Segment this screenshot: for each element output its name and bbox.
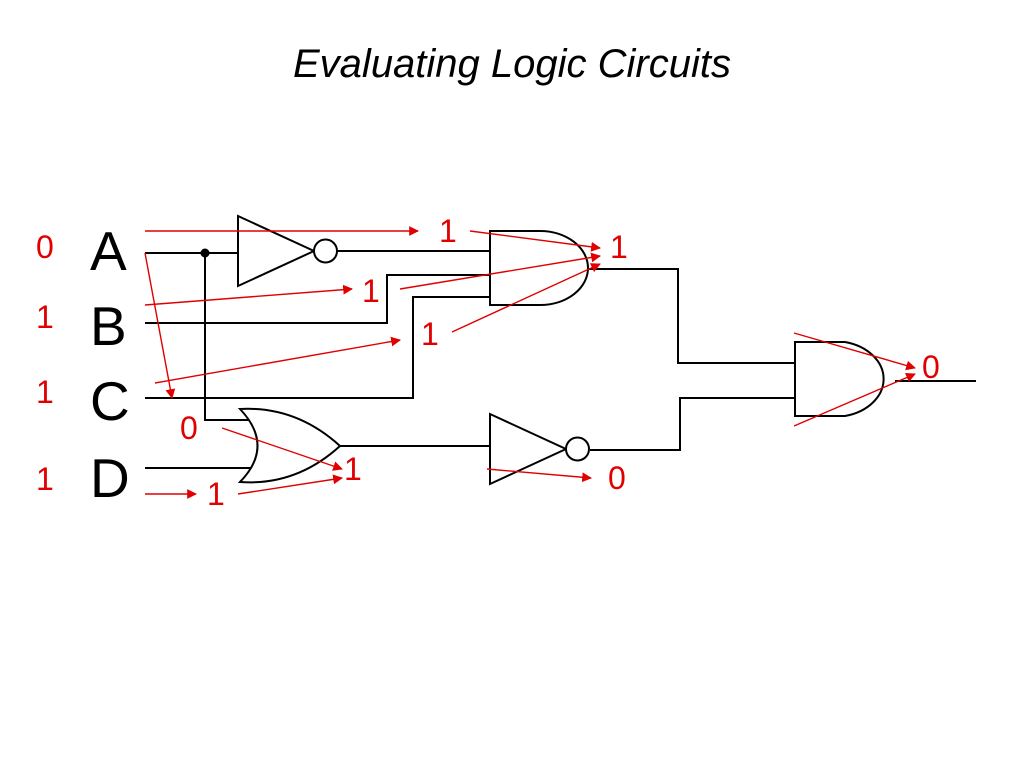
not-gate-a — [237, 214, 338, 288]
input-label-b: B — [90, 295, 127, 357]
value-final-out: 0 — [922, 349, 940, 385]
value-not-or-out: 0 — [608, 460, 626, 496]
arrow-a-into-or — [221, 427, 343, 471]
value-or-out: 1 — [344, 451, 362, 487]
wire-b — [145, 274, 490, 324]
arrow-b — [144, 284, 353, 306]
wire-a-to-or — [204, 253, 253, 421]
input-value-c: 1 — [36, 374, 54, 410]
arrow-not-or-out — [486, 468, 592, 483]
and-gate-three-input — [489, 230, 589, 306]
value-a-into-or: 0 — [180, 410, 198, 446]
wire-not-or-out — [590, 397, 795, 451]
arrow-c — [154, 336, 401, 384]
arrow-a-to-or — [144, 252, 176, 399]
wire-c — [145, 296, 490, 399]
value-and3-out: 1 — [610, 229, 628, 265]
input-label-c: C — [90, 370, 130, 432]
value-d-into-or: 1 — [207, 476, 225, 512]
input-label-d: D — [90, 447, 130, 509]
arrow-c-into-and — [451, 263, 601, 333]
value-b-into-and: 1 — [362, 273, 380, 309]
arrow-d-into-or — [237, 474, 343, 495]
input-label-a: A — [90, 220, 127, 282]
or-gate — [237, 407, 342, 484]
wire-and3-out — [588, 268, 795, 364]
annotation-arrows — [144, 226, 916, 499]
page-title: Evaluating Logic Circuits — [293, 42, 731, 86]
arrow-and3-into-final — [793, 332, 916, 371]
arrow-b-into-and — [399, 252, 601, 290]
value-c-into-and: 1 — [421, 316, 439, 352]
input-value-b: 1 — [36, 299, 54, 335]
value-not-a-out: 1 — [439, 213, 457, 249]
arrow-not-a-into-and — [469, 230, 601, 252]
junction-dot — [200, 248, 210, 258]
arrow-not-or-into-final — [793, 372, 916, 427]
and-gate-final — [794, 341, 885, 417]
input-value-d: 1 — [36, 461, 54, 497]
not-gate-or — [489, 412, 590, 486]
input-value-a: 0 — [36, 229, 54, 265]
